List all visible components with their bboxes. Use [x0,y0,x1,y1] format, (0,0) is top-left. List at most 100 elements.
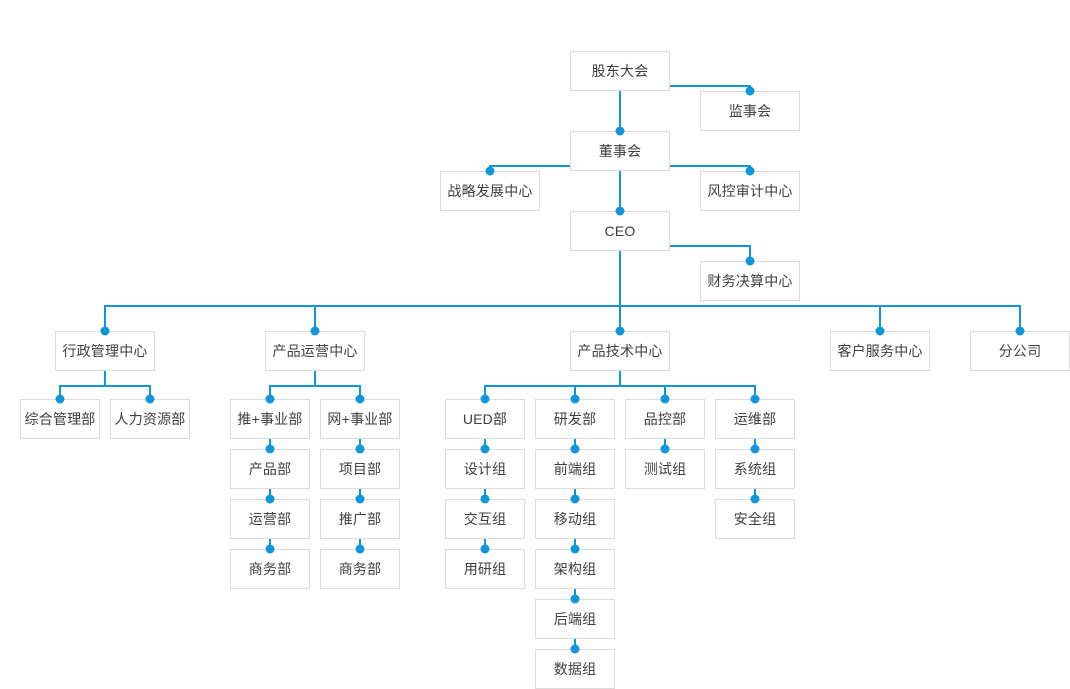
node-qa-dept[interactable]: 品控部 [625,399,705,439]
connector-trunk-to-customer-service-v [879,305,881,331]
node-data-group[interactable]: 数据组 [535,649,615,689]
dot-ops-dept [750,394,760,404]
dot-user-research-group [480,544,490,554]
node-ued-dept[interactable]: UED部 [445,399,525,439]
dot-business-dept-left [265,544,275,554]
node-board-of-directors[interactable]: 董事会 [570,131,670,171]
dot-interaction-group [480,494,490,504]
dot-product-technology-center [615,326,625,336]
node-backend-group[interactable]: 后端组 [535,599,615,639]
dot-frontend-group [570,444,580,454]
connector-admin-to-general-v [59,385,61,399]
node-business-dept-right[interactable]: 商务部 [320,549,400,589]
dot-test-group [660,444,670,454]
node-system-group[interactable]: 系统组 [715,449,795,489]
connector-system-to-security-v [754,489,756,499]
node-customer-service-center[interactable]: 客户服务中心 [830,331,930,371]
node-strategy-development-center[interactable]: 战略发展中心 [440,171,540,211]
connector-interaction-to-user-research-v [484,539,486,549]
node-admin-management-center[interactable]: 行政管理中心 [55,331,155,371]
connector-trunk-to-product-ops-v [314,305,316,331]
dot-design-group [480,444,490,454]
dot-branch-company [1015,326,1025,336]
dot-product-dept [265,444,275,454]
connector-shareholders-to-supervisors-h [670,85,750,87]
dot-system-group [750,444,760,454]
node-general-management-dept[interactable]: 综合管理部 [20,399,100,439]
node-shareholders-meeting[interactable]: 股东大会 [570,51,670,91]
dot-backend-group [570,594,580,604]
node-push-business-unit[interactable]: 推+事业部 [230,399,310,439]
node-ops-dept[interactable]: 运维部 [715,399,795,439]
node-product-operations-center[interactable]: 产品运营中心 [265,331,365,371]
connector-ops-to-system-v [754,439,756,449]
dot-general-management-dept [55,394,65,404]
dot-finance-settlement-center [745,256,755,266]
dot-board-of-directors [615,126,625,136]
dot-human-resources-dept [145,394,155,404]
connector-ceo-to-finance-v [749,245,751,261]
dot-qa-dept [660,394,670,404]
connector-net-to-project-v [359,439,361,449]
node-design-group[interactable]: 设计组 [445,449,525,489]
connector-mobile-to-architecture-v [574,539,576,549]
connector-board-to-ceo-v [619,171,621,211]
node-product-dept[interactable]: 产品部 [230,449,310,489]
connector-admin-drop-v [104,371,106,385]
connector-ceo-to-trunk-v [619,251,621,305]
node-ceo[interactable]: CEO [570,211,670,251]
connector-product-ops-drop-v [314,371,316,385]
dot-security-group [750,494,760,504]
dot-operations-dept [265,494,275,504]
connector-product-tech-to-ops-v [754,385,756,399]
node-risk-audit-center[interactable]: 风控审计中心 [700,171,800,211]
dot-data-group [570,644,580,654]
node-board-of-supervisors[interactable]: 监事会 [700,91,800,131]
node-branch-company[interactable]: 分公司 [970,331,1070,371]
connector-product-ops-span-h [269,385,360,387]
connector-push-to-product-v [269,439,271,449]
connector-main-trunk-h [104,305,1021,307]
connector-trunk-to-product-tech-v [619,305,621,331]
connector-product-ops-to-push-v [269,385,271,399]
connector-product-to-operations-v [269,489,271,499]
dot-project-dept [355,444,365,454]
connector-shareholders-to-board-v [619,91,621,131]
node-finance-settlement-center[interactable]: 财务决算中心 [700,261,800,301]
dot-ued-dept [480,394,490,404]
connector-ued-to-design-v [484,439,486,449]
dot-business-dept-right [355,544,365,554]
node-business-dept-left[interactable]: 商务部 [230,549,310,589]
connector-rd-to-frontend-v [574,439,576,449]
connector-product-tech-to-rd-v [574,385,576,399]
dot-rd-dept [570,394,580,404]
connector-board-to-strategy-h [489,165,570,167]
node-product-technology-center[interactable]: 产品技术中心 [570,331,670,371]
node-architecture-group[interactable]: 架构组 [535,549,615,589]
node-interaction-group[interactable]: 交互组 [445,499,525,539]
node-frontend-group[interactable]: 前端组 [535,449,615,489]
dot-admin-management-center [100,326,110,336]
node-operations-dept[interactable]: 运营部 [230,499,310,539]
node-user-research-group[interactable]: 用研组 [445,549,525,589]
connector-board-to-risk-h [670,165,750,167]
dot-board-of-supervisors [745,86,755,96]
connector-backend-to-data-v [574,639,576,649]
node-human-resources-dept[interactable]: 人力资源部 [110,399,190,439]
connector-product-tech-to-ued-v [484,385,486,399]
connector-admin-to-hr-v [149,385,151,399]
node-rd-dept[interactable]: 研发部 [535,399,615,439]
connector-architecture-to-backend-v [574,589,576,599]
node-net-business-unit[interactable]: 网+事业部 [320,399,400,439]
connector-operations-to-business-left-v [269,539,271,549]
dot-net-business-unit [355,394,365,404]
node-mobile-group[interactable]: 移动组 [535,499,615,539]
node-project-dept[interactable]: 项目部 [320,449,400,489]
connector-trunk-to-branch-v [1019,305,1021,331]
node-test-group[interactable]: 测试组 [625,449,705,489]
dot-mobile-group [570,494,580,504]
connector-project-to-promotion-v [359,489,361,499]
node-security-group[interactable]: 安全组 [715,499,795,539]
node-promotion-dept[interactable]: 推广部 [320,499,400,539]
